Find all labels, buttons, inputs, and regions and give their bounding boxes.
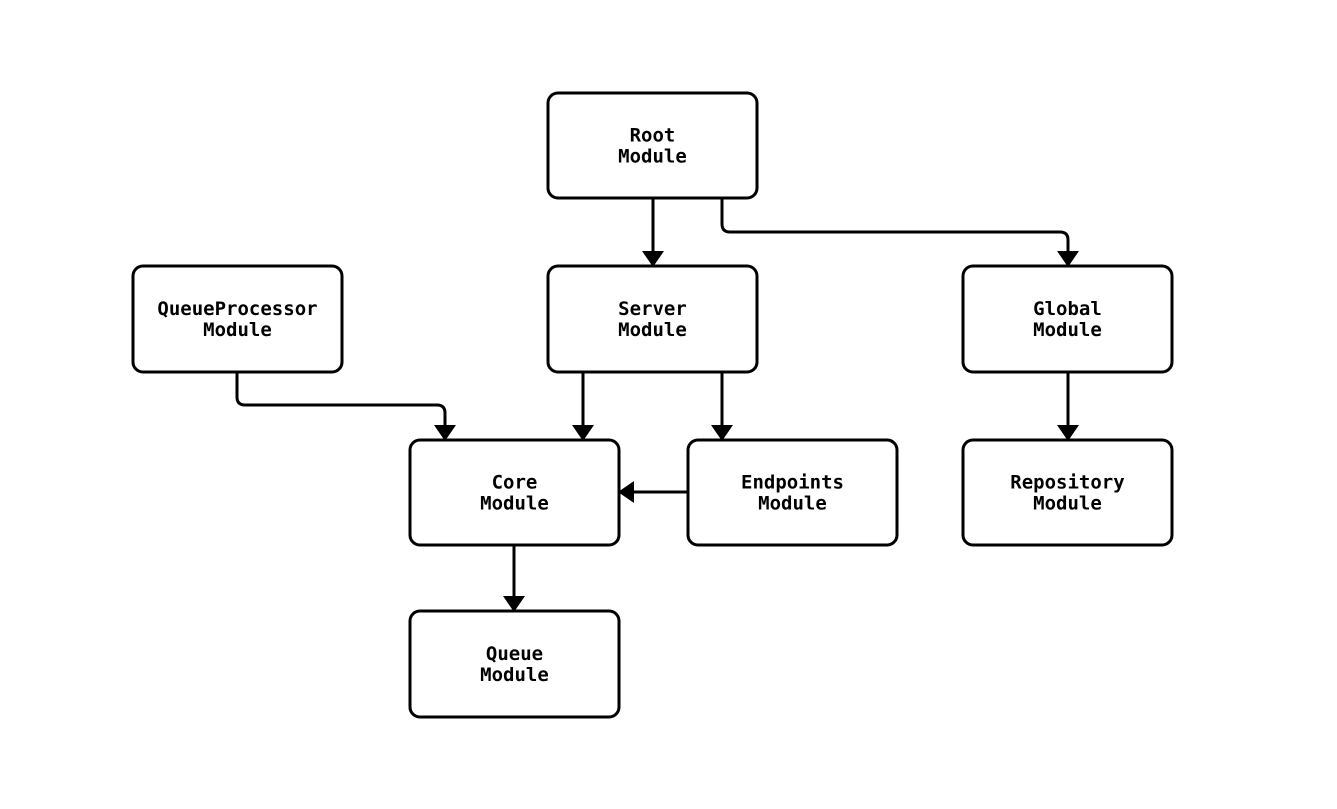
node-box-server [546, 264, 759, 374]
edge-root-to-global [720, 198, 1079, 267]
node-box-endpoints [686, 438, 899, 547]
node-box-queue [408, 609, 621, 719]
node-box-global [961, 264, 1174, 374]
node-box-queueprocessor [131, 264, 344, 374]
node-box-root [546, 91, 759, 200]
node-box-core [408, 438, 621, 547]
edges-layer [235, 198, 1079, 612]
node-box-repository [961, 438, 1174, 547]
edge-queueprocessor-to-core [235, 372, 456, 441]
